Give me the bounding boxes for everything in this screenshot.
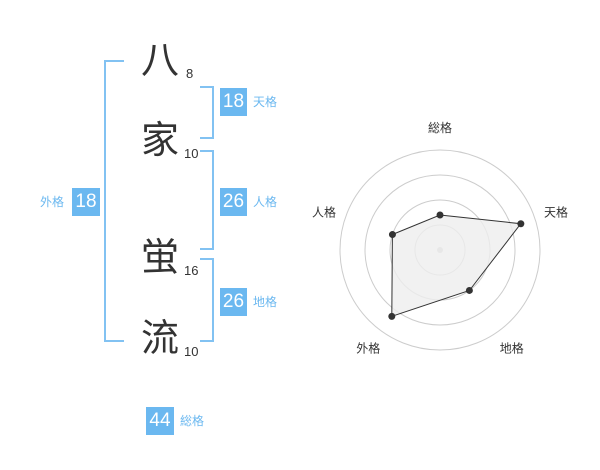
- radar-axis-label-2: 天格: [544, 204, 568, 219]
- name-char-1: 八: [140, 38, 179, 82]
- soukaku-label: 総格: [180, 414, 205, 428]
- jinkaku-label: 人格: [253, 195, 278, 209]
- radar-point-3: [465, 286, 473, 294]
- radar-area: [391, 214, 522, 317]
- name-char-2: 家: [140, 118, 179, 162]
- gaikaku-bracket: [104, 60, 124, 342]
- chikaku-value: 26: [220, 288, 247, 316]
- gaikaku-value: 18: [72, 188, 100, 216]
- jinkaku-bracket: [200, 150, 214, 250]
- radar-point-4: [388, 312, 396, 320]
- name-char-4: 流: [140, 316, 179, 360]
- soukaku-value: 44: [146, 407, 174, 435]
- stroke-count-4: 10: [184, 344, 199, 359]
- radar-axis-label-1: 総格: [428, 120, 452, 135]
- jinkaku-value: 26: [220, 188, 247, 216]
- radar-ring-3: [364, 174, 516, 326]
- stroke-count-3: 16: [184, 263, 199, 278]
- stroke-count-1: 8: [186, 66, 194, 81]
- radar-ring-4: [339, 149, 541, 351]
- radar-axis-label-3: 地格: [500, 341, 524, 356]
- radar-axis-label-5: 人格: [312, 204, 336, 219]
- radar-point-2: [517, 220, 525, 228]
- radar-point-5: [388, 231, 396, 239]
- stroke-count-2: 10: [184, 146, 199, 161]
- tenkaku-value: 18: [220, 88, 247, 116]
- radar-axis-label-4: 外格: [356, 341, 380, 356]
- tenkaku-label: 天格: [253, 95, 278, 109]
- name-char-3: 蛍: [140, 235, 179, 279]
- gaikaku-label: 外格: [40, 195, 65, 209]
- chikaku-bracket: [200, 258, 214, 342]
- tenkaku-bracket: [200, 86, 214, 139]
- chikaku-label: 地格: [253, 295, 278, 309]
- radar-point-1: [436, 211, 444, 219]
